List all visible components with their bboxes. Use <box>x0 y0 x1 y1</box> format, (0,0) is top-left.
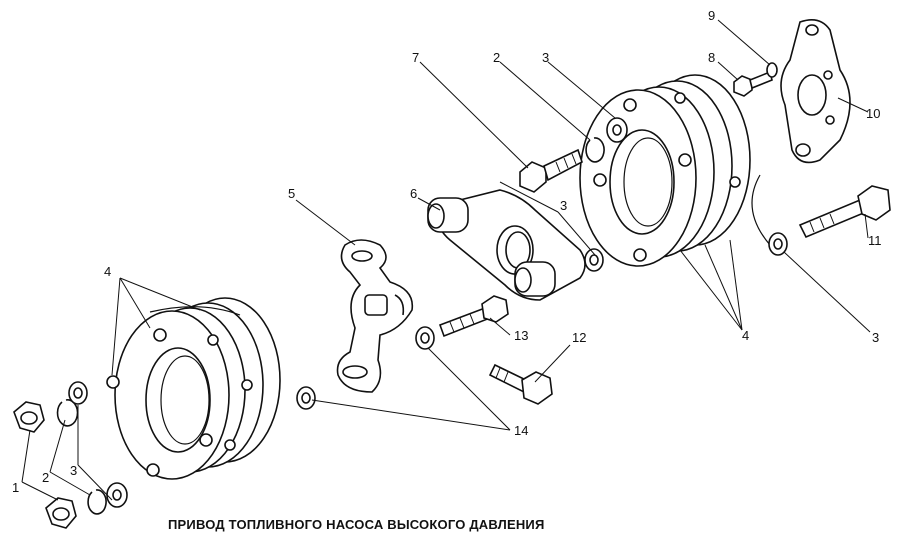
washer-top-pack <box>606 117 628 143</box>
callout-numbers: 1 2 3 4 2 3 4 5 6 7 8 9 10 11 12 13 14 3… <box>12 8 882 495</box>
callout-5: 5 <box>288 186 295 201</box>
drive-flange-part-5 <box>336 239 414 393</box>
bolt-part-8 <box>733 70 773 97</box>
callout-6: 6 <box>410 186 417 201</box>
washer-right <box>768 232 788 256</box>
callout-12: 12 <box>572 330 586 345</box>
washer-14-left <box>296 386 316 410</box>
callout-3-top: 3 <box>542 50 549 65</box>
washer-14-right <box>415 326 435 350</box>
bolt-part-12 <box>488 363 553 405</box>
washer-part-9 <box>766 62 778 78</box>
callout-2-right: 2 <box>493 50 500 65</box>
spring-washer-lower <box>87 489 107 515</box>
callout-3-right: 3 <box>872 330 879 345</box>
callout-3-left: 3 <box>70 463 77 478</box>
callout-4-left: 4 <box>104 264 111 279</box>
callout-13: 13 <box>514 328 528 343</box>
callout-10: 10 <box>866 106 880 121</box>
nut-upper <box>13 401 45 433</box>
leader-lines <box>21 19 871 501</box>
callout-1: 1 <box>12 480 19 495</box>
callout-7: 7 <box>412 50 419 65</box>
callout-14: 14 <box>514 423 528 438</box>
washer-upper-left <box>68 381 88 405</box>
washer-mid <box>584 248 604 272</box>
bolt-part-11 <box>798 185 891 239</box>
intermediate-flange-part-6 <box>427 189 586 301</box>
bolt-part-7 <box>519 148 583 193</box>
coupling-half-part-10 <box>780 19 851 164</box>
left-disc-pack <box>106 297 281 480</box>
diagram-caption: ПРИВОД ТОПЛИВНОГО НАСОСА ВЫСОКОГО ДАВЛЕН… <box>168 517 545 532</box>
callout-4-right: 4 <box>742 328 749 343</box>
callout-9: 9 <box>708 8 715 23</box>
callout-3-mid: 3 <box>560 198 567 213</box>
callout-11: 11 <box>868 233 882 248</box>
spring-washer-right <box>585 137 605 163</box>
right-disc-pack <box>579 74 771 267</box>
callout-2-left: 2 <box>42 470 49 485</box>
callout-8: 8 <box>708 50 715 65</box>
bolt-part-13 <box>438 295 509 338</box>
washer-lower-left <box>106 482 128 508</box>
nut-lower <box>45 497 77 529</box>
